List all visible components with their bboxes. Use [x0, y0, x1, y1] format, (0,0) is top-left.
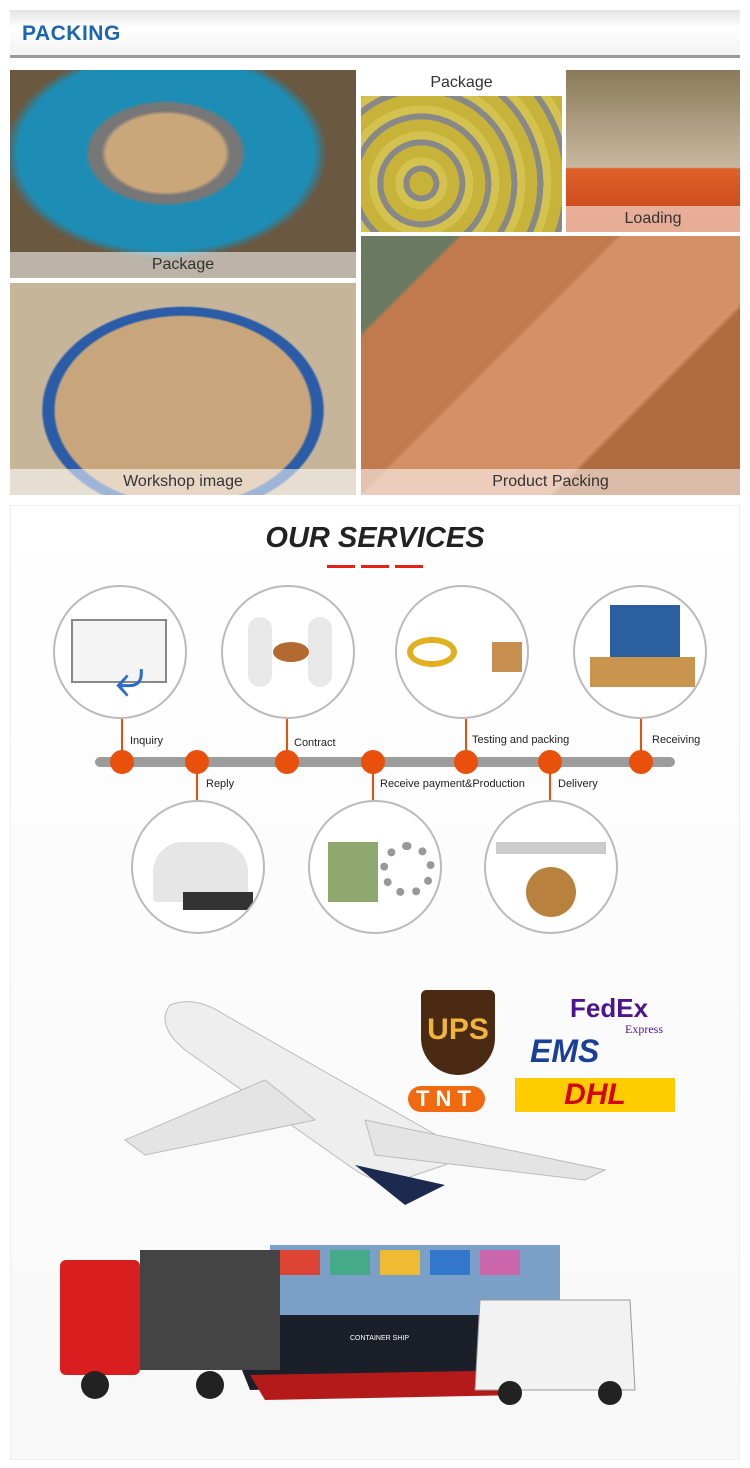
timeline-dot: [454, 750, 478, 774]
testing-illustration: [395, 585, 529, 719]
photo-package-gaskets: Package: [361, 70, 562, 232]
inquiry-illustration: ⤶: [53, 585, 187, 719]
step-inquiry: Inquiry: [130, 735, 164, 747]
timeline-dot: [361, 750, 385, 774]
tnt-logo: TNT: [408, 1086, 485, 1112]
services-title: OUR SERVICES: [265, 522, 485, 554]
production-illustration: [308, 800, 442, 934]
timeline-dot: [538, 750, 562, 774]
reply-arrow-icon: ⤶: [115, 648, 146, 708]
divider: [361, 565, 389, 568]
timeline-bar: [95, 757, 675, 767]
section-title: PACKING: [22, 22, 121, 45]
reply-illustration: [131, 800, 265, 934]
ems-logo: EMS: [530, 1033, 600, 1069]
contract-illustration: [221, 585, 355, 719]
timeline-dot: [185, 750, 209, 774]
timeline-dot: [275, 750, 299, 774]
step-reply: Reply: [206, 778, 235, 790]
divider: [327, 565, 355, 568]
receiving-illustration: [573, 585, 707, 719]
fedex-logo: FedEx: [570, 993, 648, 1024]
photo-caption: Workshop image: [10, 469, 356, 495]
ground-shipping-illustration: CONTAINER SHIP: [60, 1245, 636, 1405]
delivery-illustration: [484, 800, 618, 934]
timeline-dot: [110, 750, 134, 774]
section-header: PACKING: [10, 10, 740, 58]
ship-name: CONTAINER SHIP: [350, 1335, 409, 1342]
photo-product-packing: Product Packing: [361, 236, 740, 495]
fedex-express: Express: [625, 1022, 663, 1036]
photo-caption: Product Packing: [361, 469, 740, 495]
dhl-logo: DHL: [515, 1078, 675, 1112]
photo-caption: Package: [361, 70, 562, 96]
step-testing: Testing and packing: [472, 734, 570, 746]
photo-caption: Package: [10, 252, 356, 278]
fedex-text: FedEx: [570, 993, 649, 1023]
photo-package-rings: Package: [10, 70, 356, 278]
timeline-dot: [629, 750, 653, 774]
divider: [395, 565, 423, 568]
photo-loading-forklift: Loading: [566, 70, 740, 232]
ups-logo: UPS: [421, 990, 495, 1075]
step-delivery: Delivery: [558, 778, 598, 790]
step-receiving: Receiving: [652, 734, 701, 746]
step-contract: Contract: [294, 737, 336, 749]
step-production: Receive payment&Production: [380, 778, 525, 790]
airplane-illustration: [124, 1001, 607, 1205]
photo-workshop: Workshop image: [10, 283, 356, 495]
photo-caption: Loading: [566, 206, 740, 232]
